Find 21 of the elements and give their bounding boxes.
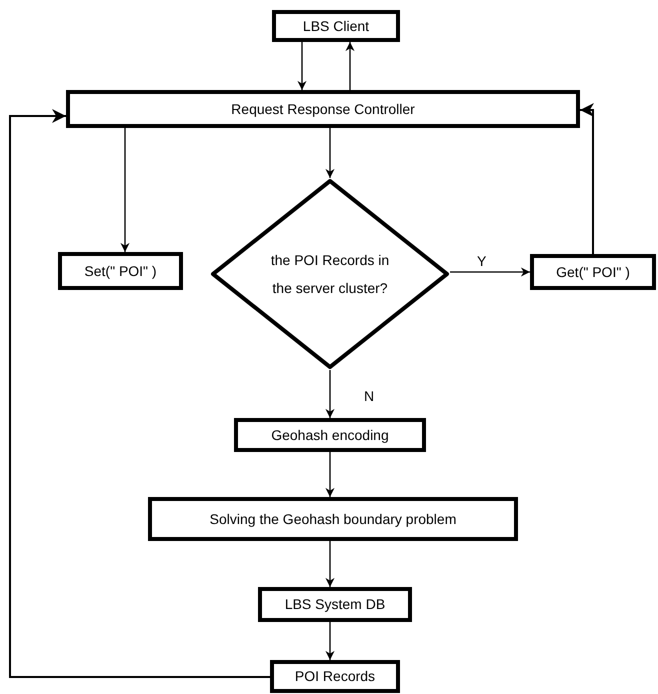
process-box: POI Records (270, 660, 400, 693)
arrow (345, 42, 355, 90)
process-box: LBS System DB (258, 587, 412, 622)
arrow (450, 267, 530, 277)
arrow (297, 42, 307, 90)
arrow (120, 128, 130, 252)
arrow (325, 452, 335, 497)
decision-text: the POI Records in the server cluster? (270, 251, 390, 298)
edge-label: Y (475, 254, 488, 268)
process-box: Geohash encoding (234, 418, 426, 452)
arrow (325, 128, 335, 178)
arrow (9, 109, 270, 678)
process-box: Request Response Controller (66, 90, 580, 128)
arrow (325, 622, 335, 660)
process-box: Solving the Geohash boundary problem (148, 497, 518, 541)
process-box: LBS Client (272, 10, 400, 42)
process-box: Set(" POI" ) (58, 252, 183, 290)
process-box: Get(" POI" ) (530, 254, 656, 290)
arrow (580, 103, 594, 254)
arrow (325, 541, 335, 587)
arrow (325, 370, 335, 418)
